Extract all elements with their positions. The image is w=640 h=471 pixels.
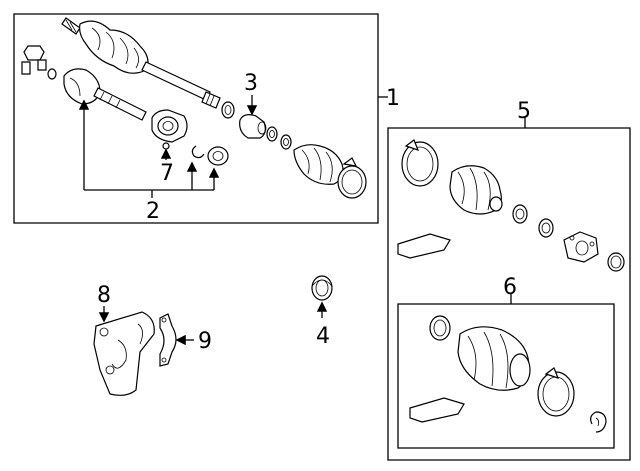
callout-6: 6 — [503, 275, 517, 300]
rings-upper — [221, 101, 235, 119]
tripod-joint — [563, 231, 599, 263]
callout-7: 7 — [160, 161, 174, 186]
outer-boot — [449, 165, 503, 215]
small-clip-box6 — [590, 411, 607, 433]
callout-1: 1 — [386, 86, 400, 111]
boot-clamp-large — [337, 157, 367, 199]
retaining-strap — [159, 313, 177, 367]
callout-5: 5 — [517, 99, 531, 124]
callout-3: 3 — [244, 71, 258, 96]
boot-kit-group: 5 — [387, 99, 631, 461]
callout-8: 8 — [97, 283, 111, 308]
drive-shaft — [61, 17, 221, 109]
outer-clamp — [401, 139, 439, 187]
bearing-bracket — [151, 109, 188, 150]
assembly-box-6 — [397, 303, 615, 449]
dust-seal — [207, 146, 229, 166]
grease-packet — [397, 233, 451, 259]
large-clamp-box6 — [537, 367, 575, 417]
grease-packet-box6 — [409, 397, 465, 423]
callout-2: 2 — [146, 199, 160, 224]
assembly-box-1 — [13, 13, 379, 224]
snap-ring — [191, 145, 205, 159]
support-bracket — [93, 311, 155, 396]
callout-9: 9 — [198, 329, 212, 354]
inner-clamp — [429, 315, 451, 341]
inner-joint-housing — [63, 68, 147, 121]
oil-seal — [311, 275, 333, 301]
rings-box5 — [512, 204, 554, 238]
inner-boot-kit — [457, 326, 531, 391]
snap-ring-box5 — [607, 252, 625, 272]
dynamic-damper — [239, 114, 267, 139]
inner-joint-tripod — [21, 45, 57, 80]
callout-4: 4 — [316, 324, 330, 349]
rings-mid — [266, 126, 292, 150]
axle-assembly-group: 1 — [13, 13, 400, 224]
inner-boot — [293, 144, 344, 185]
assembly-box-5 — [387, 127, 631, 461]
callout-2-leader — [78, 99, 220, 198]
